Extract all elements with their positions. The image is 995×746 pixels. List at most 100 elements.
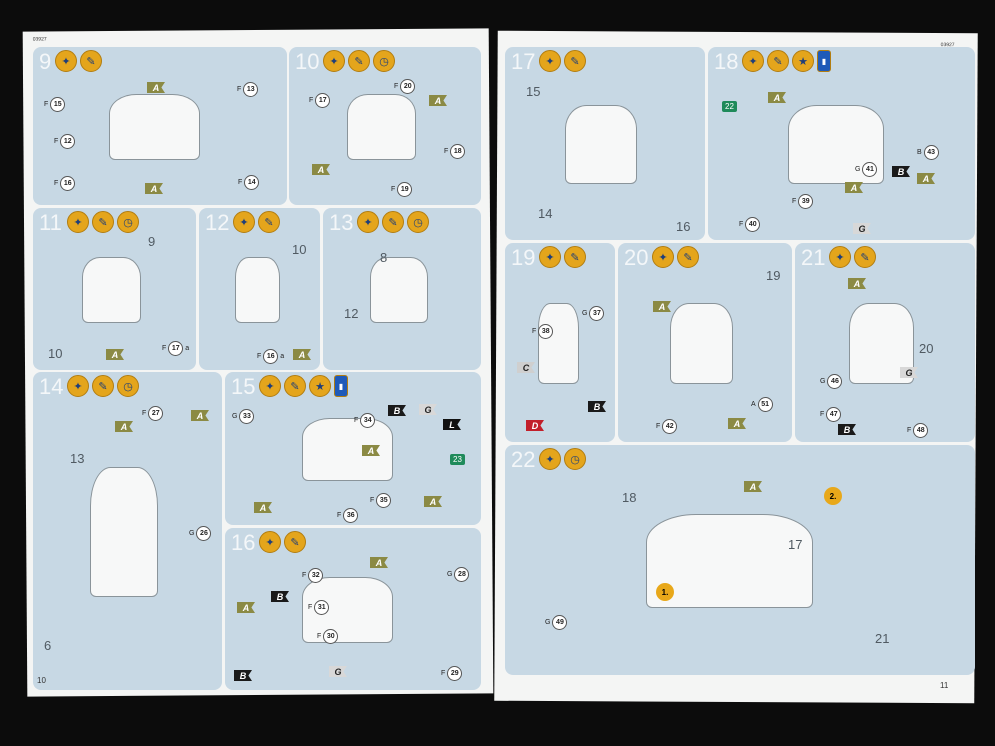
substep-marker: 1. [656,583,674,601]
glue-icon: ✦ [357,211,379,233]
part-suffix: a [185,345,190,352]
sprue-letter: G [582,310,588,317]
part-number: 36 [343,508,359,523]
part-illustration [849,302,914,385]
assembly-label: 15 [526,84,541,99]
sprue-letter: A [751,401,756,408]
part-number: 15 [50,97,66,112]
part-number: 19 [397,182,413,197]
glue-icon: ✦ [742,50,764,72]
decal-number-badge: 23 [450,454,465,465]
sprue-letter: F [317,633,322,640]
part-illustration [109,94,201,160]
step-number: 16 [231,530,256,555]
assembly-label: 19 [766,268,781,283]
sprue-letter: B [917,149,922,156]
cement-brush-icon: ✎ [564,50,586,72]
sprue-letter: G [820,378,826,385]
sprue-letter: F [391,186,396,193]
cement-brush-icon: ✎ [92,375,114,397]
step-number: 12 [205,210,230,235]
part-number: 17 [315,93,331,108]
color-flag-A: A [429,95,447,106]
glue-icon: ✦ [259,531,281,553]
color-flag-B: B [892,166,910,177]
color-flag-B: B [234,670,252,681]
cement-brush-icon: ✎ [382,211,404,233]
step-number: 17 [511,49,536,74]
step-number: 13 [329,210,354,235]
glue-icon: ✦ [539,50,561,72]
part-number: 16 [263,349,279,364]
sprue-letter: G [189,530,195,537]
part-illustration [565,104,637,185]
part-number: 31 [314,600,330,615]
part-number: 40 [745,217,761,232]
step-icons: ✦✎ [259,531,306,553]
part-number: 51 [757,397,773,412]
color-flag-G: G [329,666,347,677]
cement-brush-icon: ✎ [348,50,370,72]
step-number: 14 [39,374,64,399]
sprue-letter: F [257,353,262,360]
part-number: 34 [360,413,376,428]
part-number: 33 [239,409,255,424]
part-illustration [301,417,394,482]
part-number: 48 [913,423,929,438]
part-number: 14 [244,175,260,190]
decal-icon: ★ [309,375,331,397]
color-flag-A: A [191,410,209,421]
assembly-label: 10 [48,346,63,361]
clock-icon: ◷ [117,211,139,233]
sprue-letter: F [394,83,399,90]
sprue-letter: F [370,497,375,504]
color-flag-A: A [370,557,388,568]
cement-brush-icon: ✎ [677,246,699,268]
step-icons: ✦✎ [55,50,102,72]
sprue-letter: F [308,604,313,611]
step-icons: ✦✎ [539,246,586,268]
clock-icon: ◷ [564,448,586,470]
cement-brush-icon: ✎ [258,211,280,233]
step-20-panel: 20✦✎ [618,243,792,442]
sprue-letter: F [441,670,446,677]
sprue-letter: F [54,180,59,187]
part-number: 29 [447,666,463,681]
part-number: 47 [826,407,842,422]
decal-icon: ★ [792,50,814,72]
glue-icon: ✦ [323,50,345,72]
sprue-letter: F [354,417,359,424]
sprue-letter: F [44,101,49,108]
color-flag-A: A [768,92,786,103]
step-icons: ✦✎ [233,211,280,233]
part-illustration [370,256,428,324]
part-illustration [235,256,280,324]
cement-brush-icon: ✎ [854,246,876,268]
part-number: 42 [662,419,678,434]
assembly-label: 13 [70,451,85,466]
part-number: 37 [589,306,605,321]
step-number: 22 [511,447,536,472]
sprue-letter: F [238,179,243,186]
part-number: 18 [450,144,466,159]
color-flag-A: A [362,445,380,456]
color-flag-A: A [254,502,272,513]
part-number: 12 [60,134,76,149]
step-22-panel: 22✦◷ [505,445,975,675]
